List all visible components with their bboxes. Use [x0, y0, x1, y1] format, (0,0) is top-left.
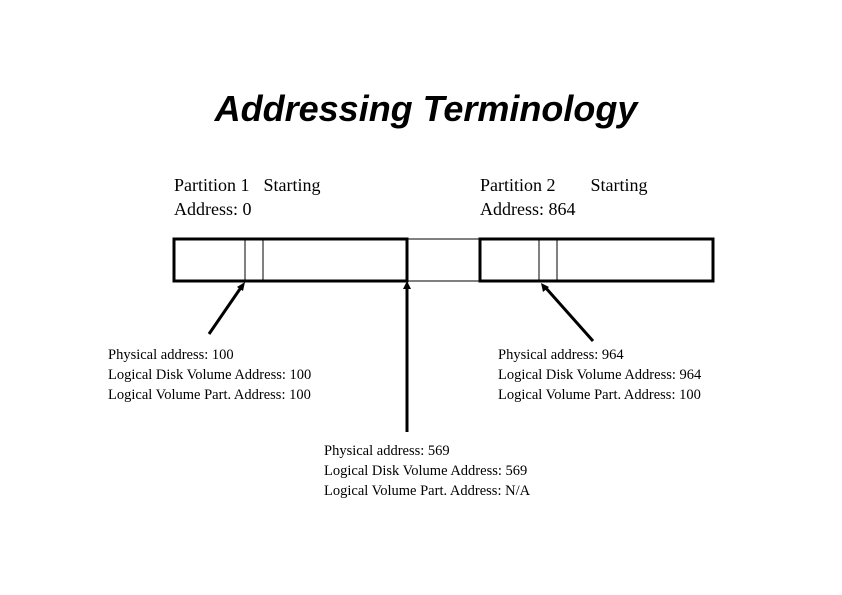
partition-1-starting: Starting — [263, 175, 321, 195]
left-logical-disk-address: Logical Disk Volume Address: 100 — [108, 367, 312, 383]
partition-2-starting: Starting — [590, 175, 648, 195]
left-arrow-shaft — [207, 285, 244, 335]
partition-2-label: Partition 2 Starting Address: 864 — [480, 173, 648, 221]
right-arrowhead-icon — [541, 283, 549, 292]
middle-callout: Physical address: 569 Logical Disk Volum… — [324, 441, 530, 501]
partition-2-title-line: Partition 2 Starting — [480, 173, 648, 197]
right-logical-disk-address: Logical Disk Volume Address: 964 — [498, 367, 702, 383]
partition-1-name: Partition 1 — [174, 175, 250, 195]
partition-1-address: Address: 0 — [174, 199, 252, 219]
middle-arrowhead-icon — [403, 281, 411, 289]
right-arrow-shaft — [543, 286, 595, 342]
partition-2-address: Address: 864 — [480, 199, 576, 219]
partition-2-block — [478, 237, 715, 283]
left-logical-part-address: Logical Volume Part. Address: 100 — [108, 387, 311, 403]
left-physical-address: Physical address: 100 — [108, 347, 234, 363]
middle-physical-address: Physical address: 569 — [324, 443, 450, 459]
unallocated-block — [406, 238, 481, 282]
partition-1-label: Partition 1 Starting Address: 0 — [174, 173, 321, 221]
middle-logical-disk-address: Logical Disk Volume Address: 569 — [324, 463, 528, 479]
middle-logical-part-address: Logical Volume Part. Address: N/A — [324, 483, 531, 499]
left-callout: Physical address: 100 Logical Disk Volum… — [108, 345, 311, 405]
partition-1-block — [172, 237, 409, 283]
partition-1-title-line: Partition 1 Starting — [174, 173, 321, 197]
page-title: Addressing Terminology — [214, 88, 638, 129]
left-arrowhead-icon — [237, 282, 245, 291]
right-physical-address: Physical address: 964 — [498, 347, 624, 363]
right-logical-part-address: Logical Volume Part. Address: 100 — [498, 387, 701, 403]
right-callout: Physical address: 964 Logical Disk Volum… — [498, 345, 701, 405]
partition-2-name: Partition 2 — [480, 175, 556, 195]
